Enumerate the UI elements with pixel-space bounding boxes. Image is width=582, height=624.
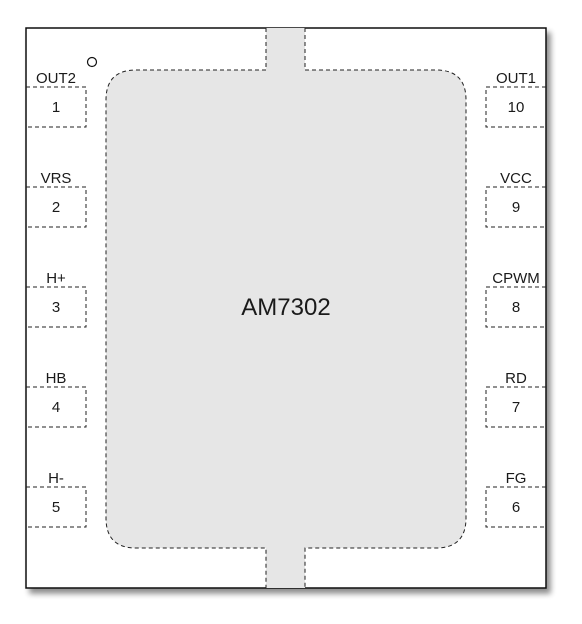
pin-pad — [26, 86, 87, 128]
pin-number: 6 — [512, 499, 520, 516]
pin-name: VRS — [41, 170, 72, 187]
exposed-pad-outline — [105, 28, 467, 588]
pin-name: H- — [48, 470, 64, 487]
pin-pad — [485, 86, 546, 128]
pin-number: 8 — [512, 299, 520, 316]
pin-10: OUT1 10 — [485, 70, 546, 128]
pin1-marker-icon — [86, 56, 98, 68]
pin-4: HB 4 — [26, 370, 87, 428]
pin-number: 2 — [52, 199, 60, 216]
pin-number: 4 — [52, 399, 60, 416]
pin-name: H+ — [46, 270, 66, 287]
pin-5: H- 5 — [26, 470, 87, 528]
pin-pad — [485, 186, 546, 228]
pin-number: 9 — [512, 199, 520, 216]
pin-6: FG 6 — [485, 470, 546, 528]
pin-pad — [485, 286, 546, 328]
pin-number: 3 — [52, 299, 60, 316]
pin-number: 10 — [508, 99, 525, 116]
pin-name: HB — [46, 370, 67, 387]
pin-pad — [485, 486, 546, 528]
pin-name: OUT1 — [496, 70, 536, 87]
pin-pad — [26, 486, 87, 528]
part-number: AM7302 — [241, 294, 330, 321]
pin-name: RD — [505, 370, 527, 387]
exposed-pad — [106, 28, 466, 588]
pin-number: 1 — [52, 99, 60, 116]
pin-pad — [485, 386, 546, 428]
pin-pad — [26, 386, 87, 428]
pin-8: CPWM 8 — [485, 270, 546, 328]
pin-1: OUT2 1 — [26, 70, 87, 128]
pin-name: VCC — [500, 170, 532, 187]
pin-number: 7 — [512, 399, 520, 416]
pin-2: VRS 2 — [26, 170, 87, 228]
pin-9: VCC 9 — [485, 170, 546, 228]
pin-pad — [26, 286, 87, 328]
pin-name: OUT2 — [36, 70, 76, 87]
pin-pad — [26, 186, 87, 228]
pin-name: FG — [506, 470, 527, 487]
pin-name: CPWM — [492, 270, 540, 287]
pin-3: H+ 3 — [26, 270, 87, 328]
pin-number: 5 — [52, 499, 60, 516]
pin-7: RD 7 — [485, 370, 546, 428]
